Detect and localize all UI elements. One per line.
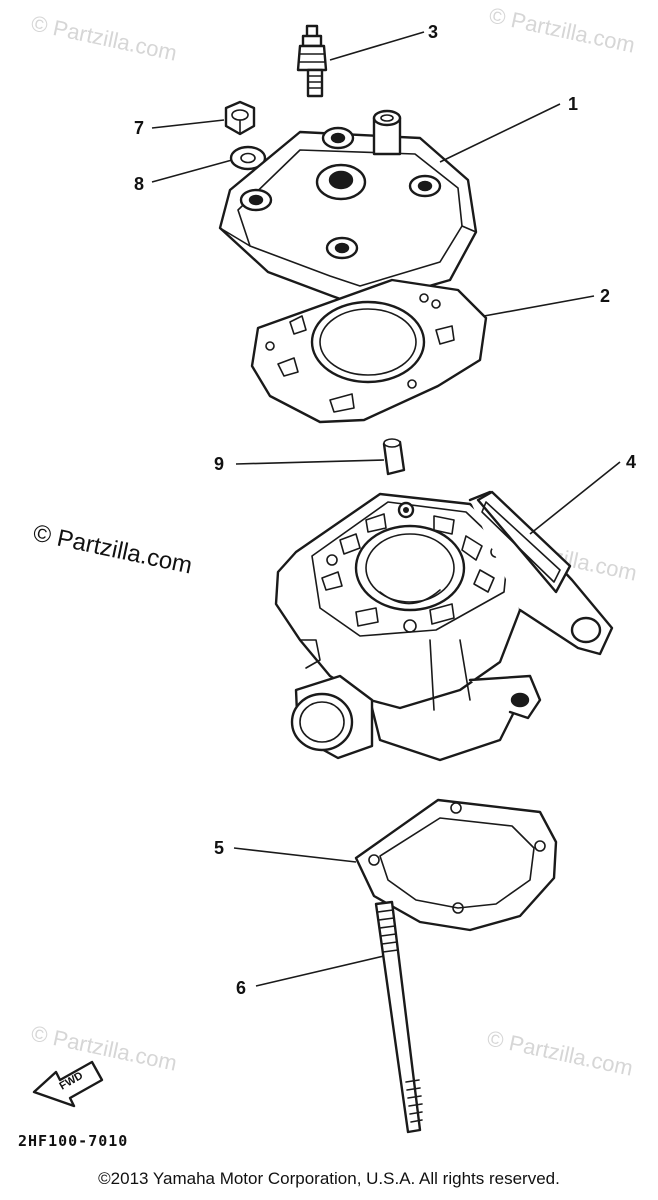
cylinder-head [218,109,478,308]
callout-7: 7 [134,118,144,138]
copyright-notice: ©2013 Yamaha Motor Corporation, U.S.A. A… [98,1169,560,1188]
leader-lines [151,31,621,987]
diagram-code: 2HF100-7010 [18,1132,128,1150]
callout-2: 2 [600,286,610,306]
spark-plug [296,24,328,98]
watermark-middle-left: © Partzilla.com [31,519,195,579]
callout-3: 3 [428,22,438,42]
callout-1: 1 [568,94,578,114]
cylinder [274,490,614,762]
callout-5: 5 [214,838,224,858]
callout-4: 4 [626,452,636,472]
callout-6: 6 [236,978,246,998]
cylinder-base-gasket [354,798,558,932]
watermark-bottom-right: © Partzilla.com [485,1025,635,1080]
watermark-top-right: © Partzilla.com [487,2,637,57]
dowel-pin [382,438,406,476]
washer [229,145,267,171]
callout-8: 8 [134,174,144,194]
stud-bolt [374,900,423,1134]
forward-arrow-icon: FWD [32,1060,104,1108]
watermark-top-left: © Partzilla.com [29,10,179,65]
watermark-bottom-left: © Partzilla.com [29,1020,179,1075]
cylinder-head-gasket [250,278,488,424]
cylinder-head-nut [224,100,256,136]
callout-9: 9 [214,454,224,474]
